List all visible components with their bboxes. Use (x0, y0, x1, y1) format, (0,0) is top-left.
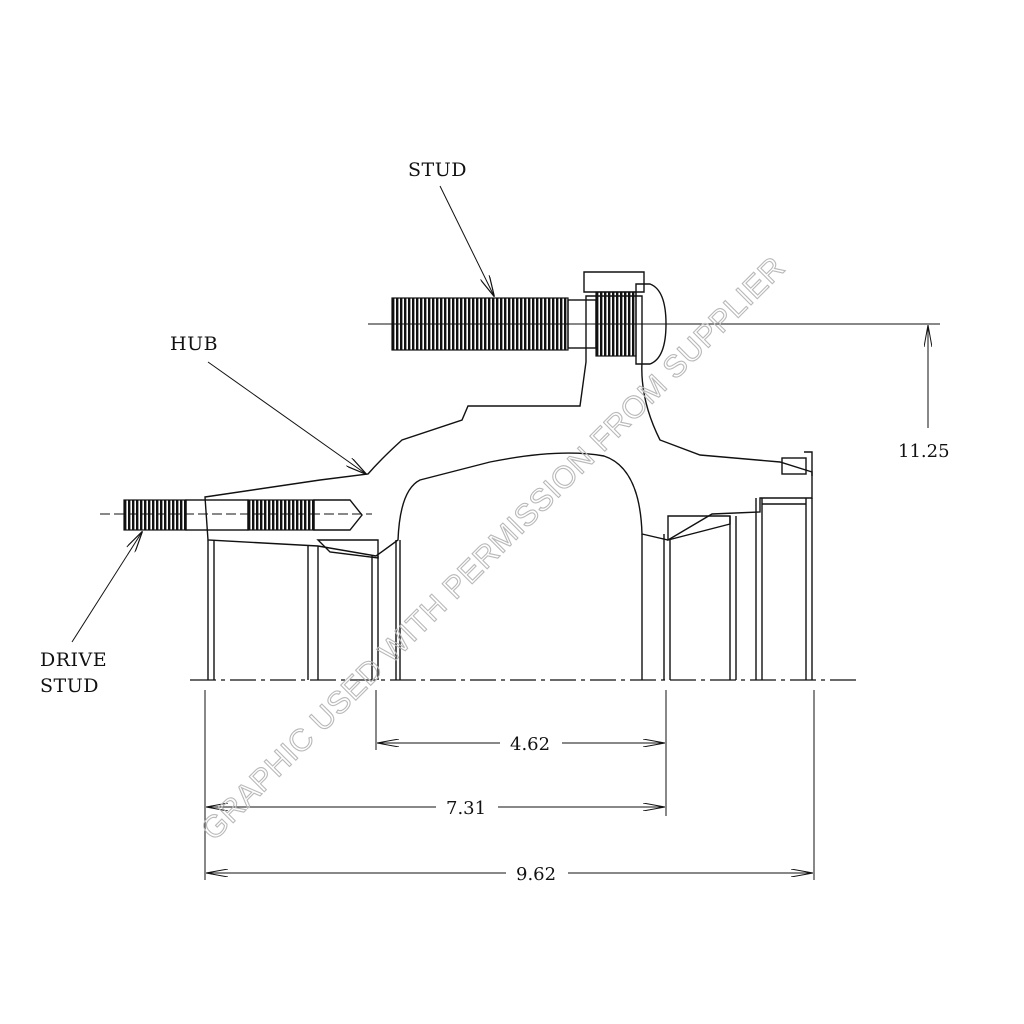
dimension-height-value: 11.25 (898, 441, 950, 462)
drive-stud-label-line1: DRIVE (40, 649, 107, 671)
dimension-inner-value: 4.62 (510, 734, 550, 755)
drive-stud (100, 499, 372, 531)
drive-stud-label-line2: STUD (40, 675, 99, 697)
dimension-middle-value: 7.31 (446, 798, 486, 819)
hub-label: HUB (170, 333, 218, 355)
wheel-stud (368, 271, 940, 365)
stud-label: STUD (408, 159, 467, 181)
outer-bearing-race (667, 515, 731, 541)
dimension-overall: 9.62 (207, 864, 812, 885)
hubcap-seal (781, 451, 813, 476)
dimension-height: 11.25 (898, 326, 950, 462)
bore-walls (207, 498, 813, 680)
dimension-inner: 4.62 (378, 734, 664, 755)
hub-body (204, 295, 813, 557)
dimension-middle: 7.31 (207, 798, 664, 819)
dimension-overall-value: 9.62 (516, 864, 556, 885)
